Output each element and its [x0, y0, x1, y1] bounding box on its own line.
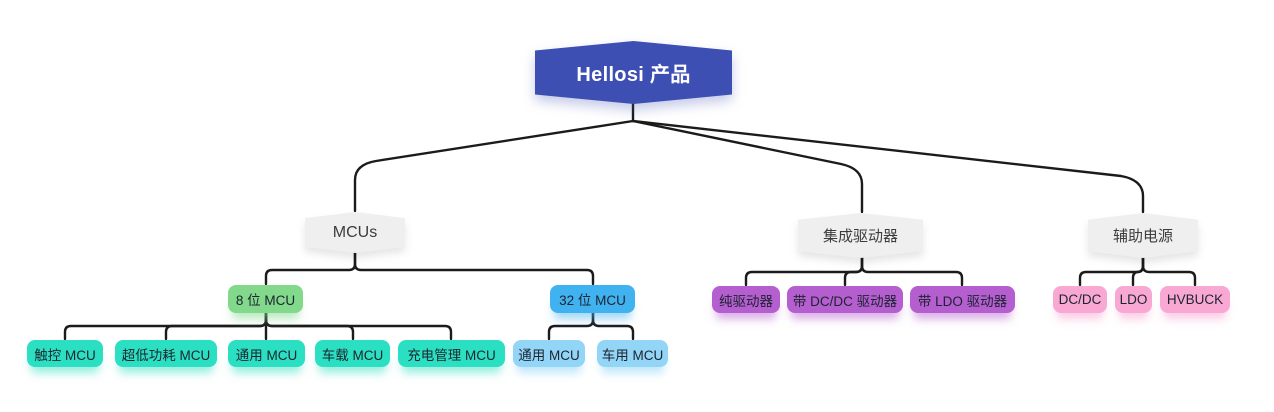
node-8bit-mcu[interactable]: 8 位 MCU [228, 285, 303, 313]
node-dcdc-driver[interactable]: 带 DC/DC 驱动器 [787, 286, 903, 313]
connector-root-drivers [631, 119, 864, 214]
connector-mcus-32bit [353, 251, 595, 286]
root-node[interactable]: Hellosi 产品 [535, 41, 732, 104]
node-label: 车用 MCU [601, 347, 664, 363]
connector-drivers-pure [744, 256, 864, 287]
root-node-shape[interactable]: Hellosi 产品 [535, 41, 732, 104]
connector-aux-ldo [1131, 256, 1145, 287]
node-hvbuck[interactable]: HVBUCK [1160, 286, 1230, 313]
node-pure-driver[interactable]: 纯驱动器 [712, 286, 780, 313]
node-ldo[interactable]: LDO [1115, 286, 1152, 313]
connector-8bit-charging [264, 311, 453, 341]
node-label: 带 LDO 驱动器 [917, 293, 1008, 309]
branch-integrated-drivers[interactable]: 集成驱动器 [798, 213, 923, 258]
node-general-mcu-32bit[interactable]: 通用 MCU [513, 340, 585, 367]
node-label: 超低功耗 MCU [121, 347, 211, 363]
connector-drivers-dcdc [843, 256, 864, 287]
node-label: 辅助电源 [1112, 228, 1173, 245]
node-label: Hellosi 产品 [576, 64, 691, 86]
branch-aux-power[interactable]: 辅助电源 [1088, 213, 1198, 258]
connector-root-aux [631, 119, 1145, 214]
node-label: DC/DC [1058, 292, 1102, 307]
node-label: 通用 MCU [518, 347, 580, 363]
node-label: 带 DC/DC 驱动器 [792, 293, 898, 309]
node-automotive-mcu-8bit[interactable]: 车载 MCU [315, 340, 390, 367]
connector-8bit-touch [63, 311, 268, 341]
branch-mcus[interactable]: MCUs [305, 212, 405, 253]
node-ldo-driver[interactable]: 带 LDO 驱动器 [910, 286, 1015, 313]
node-dcdc[interactable]: DC/DC [1053, 286, 1107, 313]
connector-32bit-general [547, 311, 595, 341]
connector-drivers-ldo [860, 256, 964, 287]
node-label: HVBUCK [1166, 292, 1224, 307]
node-label: 充电管理 MCU [407, 347, 496, 363]
node-touch-mcu[interactable]: 触控 MCU [27, 340, 103, 367]
branch-mcus-shape[interactable]: MCUs [305, 212, 405, 253]
connector-mcus-8bit [264, 251, 357, 286]
connector-32bit-automotive [591, 311, 635, 341]
node-label: 32 位 MCU [559, 293, 626, 308]
node-charging-mgmt-mcu[interactable]: 充电管理 MCU [398, 340, 505, 367]
node-label: 触控 MCU [34, 347, 96, 363]
node-ultra-low-power-mcu[interactable]: 超低功耗 MCU [115, 340, 217, 367]
node-label: MCUs [332, 223, 378, 241]
node-label: 集成驱动器 [822, 228, 898, 245]
connector-8bit-automotive [264, 311, 355, 341]
connector-aux-dcdc [1078, 256, 1145, 287]
node-label: 纯驱动器 [719, 293, 773, 309]
node-label: 通用 MCU [235, 347, 298, 363]
connector-8bit-ulp [164, 311, 268, 341]
branch-aux-power-shape[interactable]: 辅助电源 [1088, 213, 1198, 258]
node-label: 车载 MCU [321, 347, 384, 363]
node-general-mcu-8bit[interactable]: 通用 MCU [228, 340, 305, 367]
branch-integrated-drivers-shape[interactable]: 集成驱动器 [798, 213, 923, 258]
node-label: LDO [1119, 292, 1148, 307]
node-label: 8 位 MCU [235, 293, 296, 308]
node-automotive-mcu-32bit[interactable]: 车用 MCU [597, 340, 668, 367]
node-32bit-mcu[interactable]: 32 位 MCU [550, 285, 635, 313]
connector-aux-hvbuck [1141, 256, 1197, 287]
connector-root-mcus [353, 119, 635, 213]
